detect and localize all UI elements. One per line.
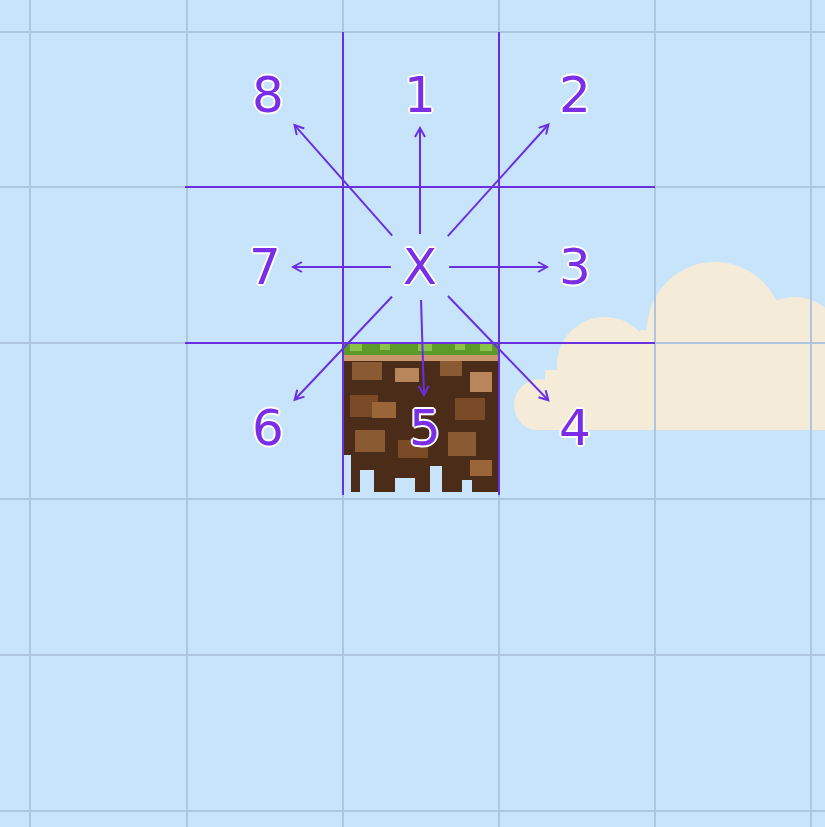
direction-label: 2 [559, 70, 591, 120]
direction-cell: 8 [244, 66, 292, 124]
direction-cell: 3 [551, 238, 599, 296]
direction-cell: 4 [551, 399, 599, 457]
direction-cell: 5 [401, 399, 449, 457]
direction-arrow [448, 124, 549, 236]
direction-arrow [449, 266, 547, 268]
direction-label: 7 [249, 242, 281, 292]
direction-cell: 7 [241, 238, 289, 296]
direction-arrow [421, 300, 424, 395]
direction-label: 1 [404, 70, 436, 120]
direction-arrow [448, 296, 548, 400]
direction-grid-lines [185, 32, 655, 495]
direction-arrow [295, 297, 392, 400]
direction-arrow [295, 125, 393, 236]
direction-arrow [293, 266, 391, 268]
direction-cell: 6 [244, 399, 292, 457]
direction-cell: 1 [396, 66, 444, 124]
direction-label: 8 [252, 70, 284, 120]
direction-label: 4 [559, 403, 591, 453]
direction-cell: X [395, 238, 445, 296]
direction-label: 6 [252, 403, 284, 453]
direction-label: 3 [559, 242, 591, 292]
dirt-tile [343, 343, 499, 492]
direction-arrow [419, 128, 421, 234]
direction-label: X [403, 242, 437, 292]
direction-label: 5 [409, 403, 441, 453]
direction-cell: 2 [551, 66, 599, 124]
